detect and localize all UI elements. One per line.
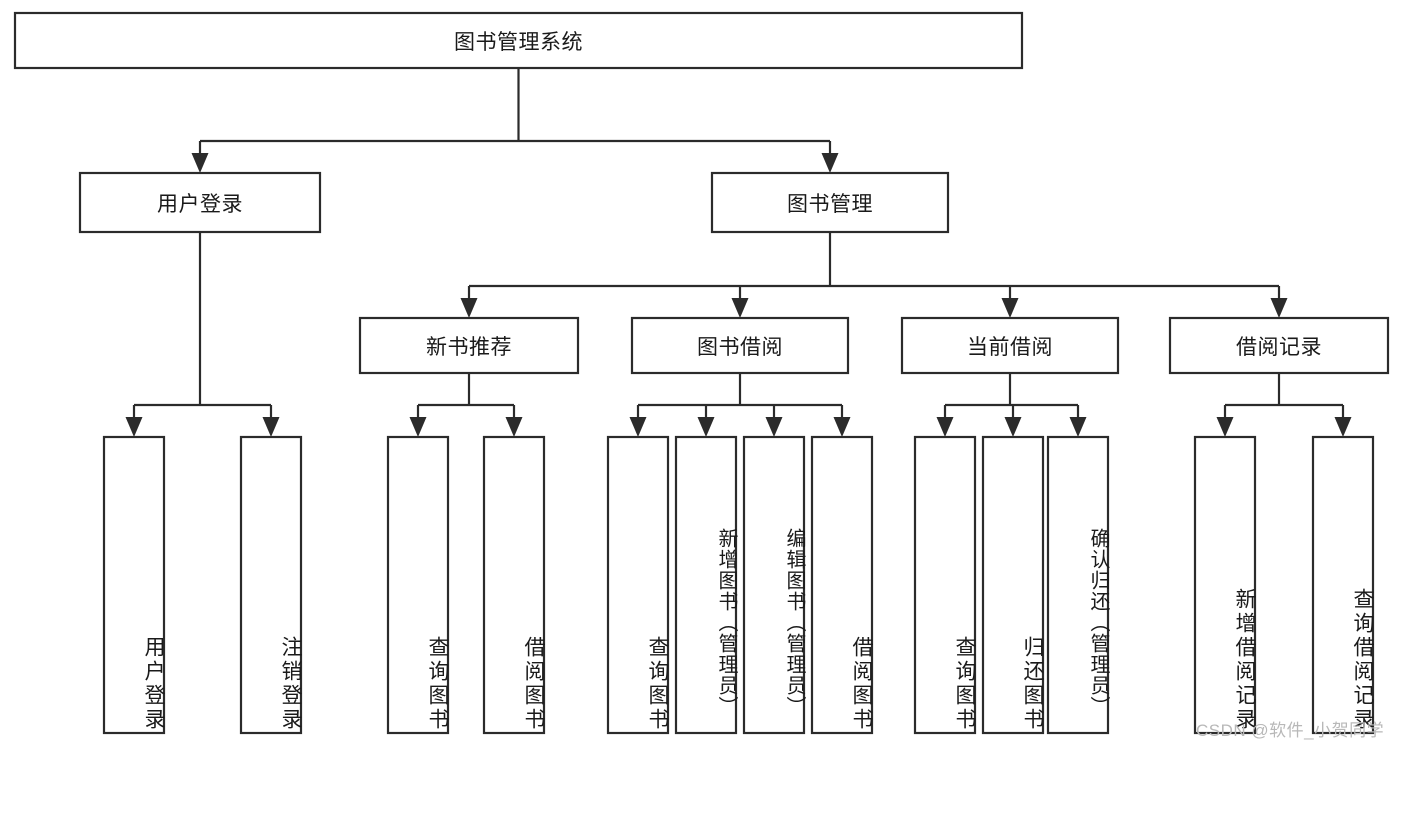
- arrow-head-leaf-borrow-query-book: [629, 417, 647, 437]
- arrow-head-leaf-rec-borrow-book: [505, 417, 523, 437]
- node-box-leaf-record-add[interactable]: [1193, 435, 1257, 735]
- node-box-leaf-user-logout[interactable]: [239, 435, 303, 735]
- node-box-new-book-rec[interactable]: [358, 316, 580, 375]
- arrow-head-leaf-current-return-book: [1004, 417, 1022, 437]
- csdn-watermark: CSDN @软件_小贺同学: [1196, 721, 1385, 740]
- node-box-layer: [13, 11, 1390, 735]
- connector-layer: [125, 68, 1352, 437]
- node-box-root[interactable]: [13, 11, 1024, 70]
- node-box-leaf-borrow-borrow-book[interactable]: [810, 435, 874, 735]
- arrow-head-leaf-rec-query-book: [409, 417, 427, 437]
- node-box-leaf-borrow-query-book[interactable]: [606, 435, 670, 735]
- node-box-leaf-record-query[interactable]: [1311, 435, 1375, 735]
- node-box-leaf-rec-query-book[interactable]: [386, 435, 450, 735]
- arrow-head-leaf-record-query: [1334, 417, 1352, 437]
- diagram-svg: [13, 11, 1390, 735]
- node-box-leaf-rec-borrow-book[interactable]: [482, 435, 546, 735]
- arrow-head-book-manage: [821, 153, 839, 173]
- node-box-leaf-current-confirm-return[interactable]: [1046, 435, 1110, 735]
- arrow-head-current-borrow: [1001, 298, 1019, 318]
- node-box-leaf-user-login[interactable]: [102, 435, 166, 735]
- arrow-head-leaf-user-logout: [262, 417, 280, 437]
- arrow-head-borrow-record: [1270, 298, 1288, 318]
- arrow-head-leaf-user-login: [125, 417, 143, 437]
- node-box-leaf-current-query-book[interactable]: [913, 435, 977, 735]
- node-box-borrow-record[interactable]: [1168, 316, 1390, 375]
- node-box-user-login[interactable]: [78, 171, 322, 234]
- arrow-head-leaf-record-add: [1216, 417, 1234, 437]
- arrow-head-leaf-current-query-book: [936, 417, 954, 437]
- node-box-book-borrow[interactable]: [630, 316, 850, 375]
- arrow-head-leaf-borrow-add-book: [697, 417, 715, 437]
- node-box-leaf-borrow-add-book[interactable]: [674, 435, 738, 735]
- node-box-current-borrow[interactable]: [900, 316, 1120, 375]
- arrow-head-leaf-borrow-edit-book: [765, 417, 783, 437]
- arrow-head-new-book-rec: [460, 298, 478, 318]
- arrow-head-user-login: [191, 153, 209, 173]
- node-box-book-manage[interactable]: [710, 171, 950, 234]
- arrow-head-book-borrow: [731, 298, 749, 318]
- node-box-leaf-current-return-book[interactable]: [981, 435, 1045, 735]
- arrow-head-leaf-current-confirm-return: [1069, 417, 1087, 437]
- arrow-head-leaf-borrow-borrow-book: [833, 417, 851, 437]
- node-box-leaf-borrow-edit-book[interactable]: [742, 435, 806, 735]
- diagram-canvas: 图书管理系统用户登录图书管理新书推荐图书借阅当前借阅借阅记录用户登录注销登录查询…: [13, 11, 1390, 740]
